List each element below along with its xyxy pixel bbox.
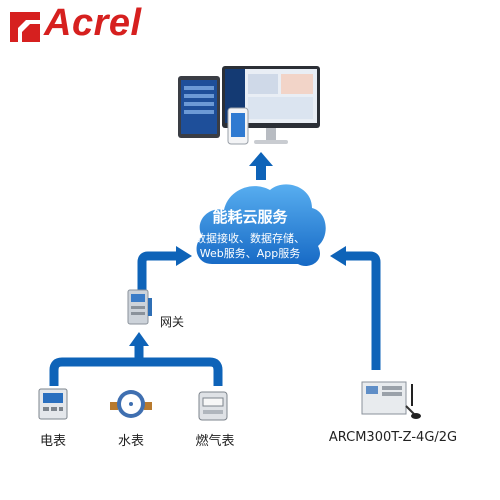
brand-name: Acrel <box>44 2 142 44</box>
meter-label-gas: 燃气表 <box>195 434 235 449</box>
arrow-gateway-to-cloud <box>137 246 192 290</box>
arrow-device-to-cloud <box>330 246 381 370</box>
electric-meter-icon <box>38 388 68 420</box>
meter-label-electric: 电表 <box>39 434 66 449</box>
gas-meter-icon <box>198 391 228 421</box>
display-devices-icon <box>178 66 320 145</box>
meter-label-water: 水表 <box>117 434 144 449</box>
cloud-title: 能耗云服务 <box>212 208 288 226</box>
arrow-up-to-platform <box>249 152 273 180</box>
water-meter-icon <box>110 390 152 418</box>
device-label: ARCM300T-Z-4G/2G <box>328 430 458 445</box>
arcm-device-icon <box>361 381 421 419</box>
arrow-meters-to-gateway <box>49 332 223 386</box>
gateway-label: 网关 <box>160 315 185 329</box>
cloud-service-icon <box>196 184 326 266</box>
gateway-icon <box>127 289 152 325</box>
acrel-logo-icon <box>10 12 40 42</box>
cloud-desc-line2: Web服务、App服务 <box>199 247 301 260</box>
cloud-desc-line1: 数据接收、数据存储、 <box>195 232 305 245</box>
